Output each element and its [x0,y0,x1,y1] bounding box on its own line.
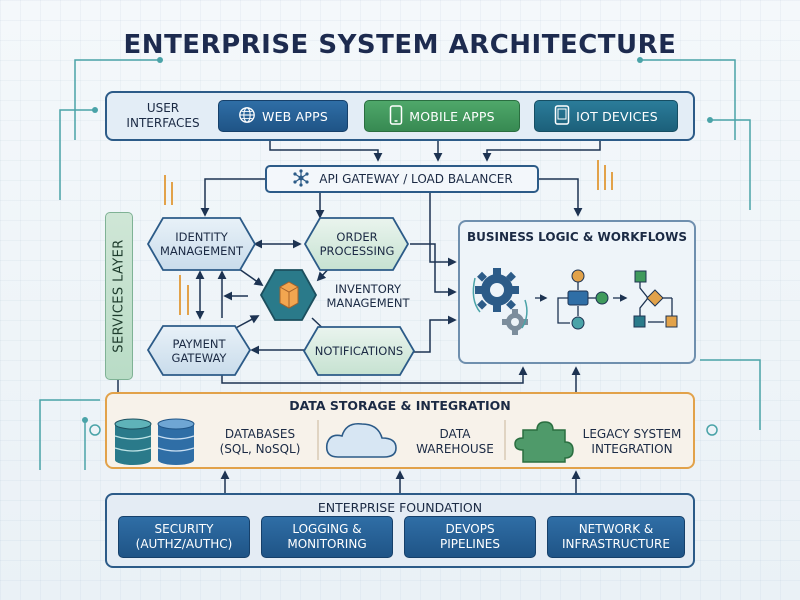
order-label-line2: PROCESSING [319,244,395,258]
order-processing-hex[interactable] [303,217,410,271]
flowchart-icon [567,269,678,330]
payment-label-line1: PAYMENT [172,337,226,351]
data-warehouse-label: DATA WAREHOUSE [405,427,505,457]
legacy-integration-label: LEGACY SYSTEM INTEGRATION [578,427,686,457]
user-interfaces-label-line2: INTERFACES [126,116,200,130]
inventory-label-line2: MANAGEMENT [326,296,410,310]
databases-label: DATABASES (SQL, NoSQL) [210,427,310,457]
inventory-label-line1: INVENTORY [334,282,402,296]
phone-icon [389,104,403,128]
order-label-line1: ORDER [336,230,378,244]
iot-devices-button[interactable]: IOT DEVICES [534,100,678,132]
puzzle-icon [514,421,574,463]
circuit-traces [39,59,761,470]
database-icon [114,418,195,465]
warehouse-label-line1: DATA [439,427,471,441]
payment-gateway-label: PAYMENT GATEWAY [150,337,248,365]
order-processing-label: ORDER PROCESSING [307,230,407,258]
notifications-hex[interactable] [302,326,416,376]
api-gateway-label: API GATEWAY / LOAD BALANCER [319,172,513,186]
globe-icon [238,106,256,127]
identity-management-label: IDENTITY MANAGEMENT [150,230,253,258]
data-storage-panel [105,392,695,469]
enterprise-foundation-title: ENTERPRISE FOUNDATION [317,500,483,515]
services-layer-bar [105,212,133,380]
web-apps-button[interactable]: WEB APPS [218,100,348,132]
databases-label-line2: (SQL, NoSQL) [219,442,301,456]
security-box[interactable]: SECURITY(AUTHZ/AUTHC) [118,516,250,558]
small-gear-icon [502,309,528,335]
web-apps-label: WEB APPS [262,108,328,124]
network-label-line1: NETWORK & [578,522,654,536]
api-gateway-box[interactable]: API GATEWAY / LOAD BALANCER [265,165,539,193]
inventory-management-label: INVENTORY MANAGEMENT [318,282,418,310]
identity-management-hex[interactable] [146,217,257,271]
identity-label-line2: MANAGEMENT [159,244,244,258]
network-infrastructure-box[interactable]: NETWORK &INFRASTRUCTURE [547,516,685,558]
business-logic-title: BUSINESS LOGIC & WORKFLOWS [467,230,687,244]
network-label-line2: INFRASTRUCTURE [562,537,670,551]
user-interfaces-label-line1: USER [146,101,180,115]
logging-label-line2: MONITORING [287,537,367,551]
security-label-line2: (AUTHZ/AUTHC) [135,537,233,551]
payment-gateway-hex[interactable] [146,325,252,376]
security-label-line1: SECURITY [154,522,214,536]
notifications-label: NOTIFICATIONS [314,344,404,358]
legacy-label-line2: INTEGRATION [591,442,673,456]
network-hub-icon [291,168,311,191]
user-interfaces-label: USER INTERFACES [118,101,208,131]
package-icon [279,281,299,309]
devops-label-line2: PIPELINES [440,537,500,551]
warehouse-label-line2: WAREHOUSE [416,442,494,456]
tablet-icon [554,104,570,128]
mobile-apps-label: MOBILE APPS [409,108,495,124]
devops-label-line1: DEVOPS [445,522,495,536]
data-storage-title: DATA STORAGE & INTEGRATION [289,398,511,413]
databases-label-line1: DATABASES [224,427,296,441]
logging-monitoring-box[interactable]: LOGGING &MONITORING [261,516,393,558]
logging-label-line1: LOGGING & [292,522,362,536]
payment-label-line2: GATEWAY [171,351,227,365]
legacy-label-line1: LEGACY SYSTEM [582,427,682,441]
identity-label-line1: IDENTITY [175,230,228,244]
page-title: ENTERPRISE SYSTEM ARCHITECTURE [123,30,677,60]
gear-icon [475,268,519,312]
cloud-icon [325,422,397,458]
iot-devices-label: IOT DEVICES [576,108,658,124]
mobile-apps-button[interactable]: MOBILE APPS [364,100,520,132]
